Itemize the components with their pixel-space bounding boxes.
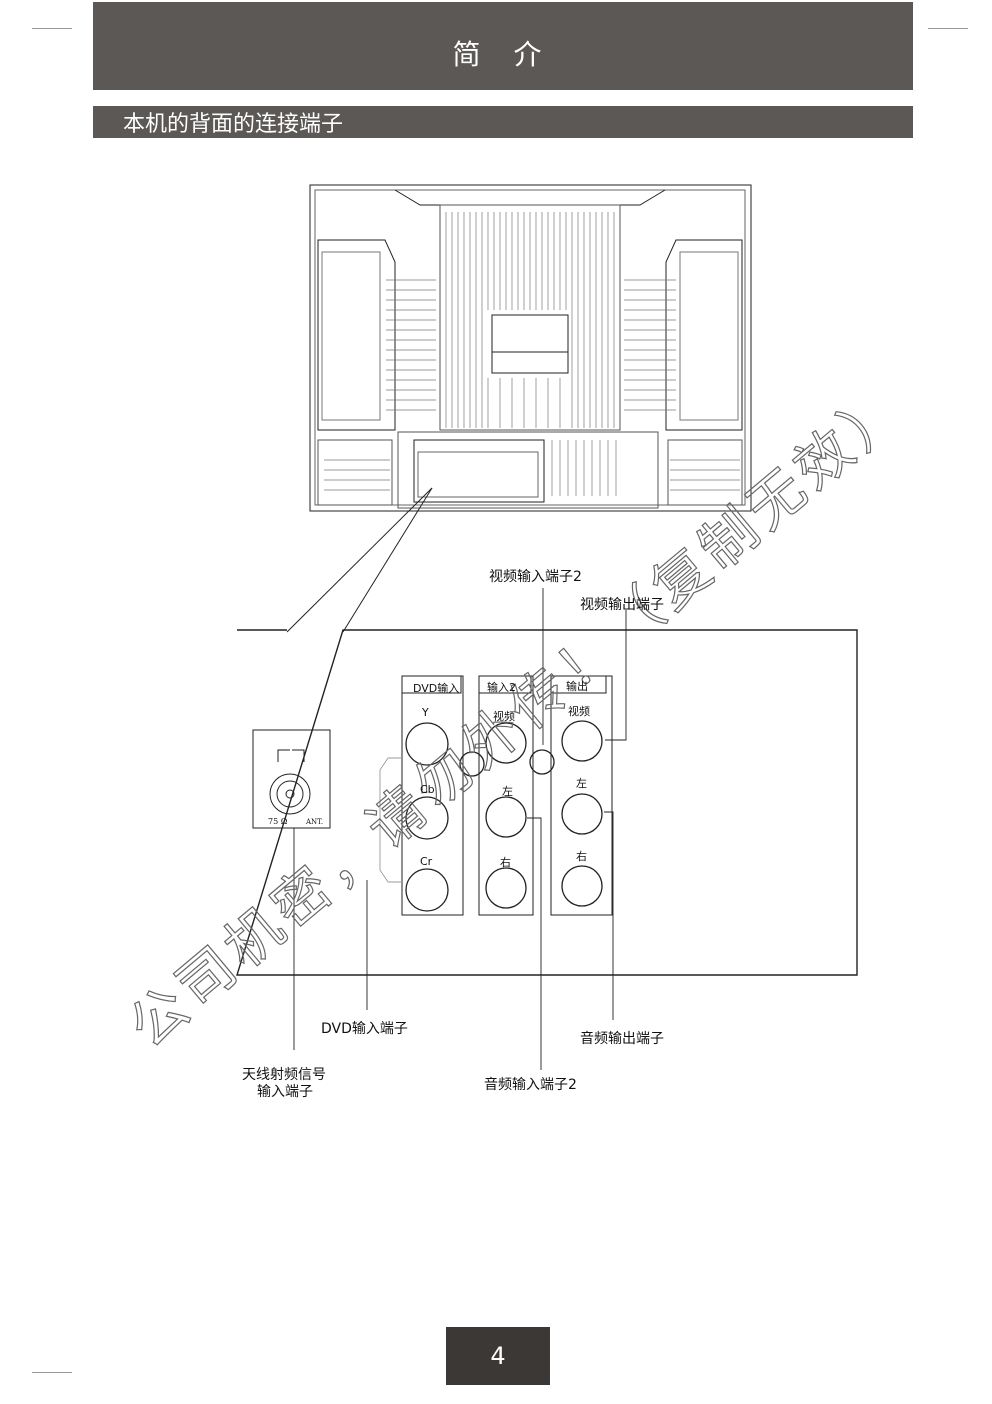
callout-audio-in-2: 音频输入端子2 [484,1077,577,1093]
callout-video-in-2: 视频输入端子2 [489,569,582,585]
jack-output-right[interactable] [561,865,603,907]
screw [529,749,555,775]
callout-audio-out: 音频输出端子 [580,1031,664,1047]
page-number-box: 4 [446,1327,550,1385]
crop-mark [928,28,968,29]
antenna-block [252,729,331,829]
page-number: 4 [490,1342,506,1370]
port-label: 视频 [568,705,590,718]
port-label: Cr [420,855,433,868]
section-title: 本机的背面的连接端子 [123,112,344,137]
port-label: 左 [502,785,513,798]
callout-dvd-in: DVD输入端子 [321,1021,408,1037]
group-title-output: 输出 [566,680,588,693]
leader-video-out [605,610,627,741]
leader-audio-in-2 [527,817,542,1070]
crop-mark [32,28,72,29]
tv-rear-illustration [309,184,752,512]
callout-antenna-line2: 输入端子 [257,1084,313,1100]
jack-dvd-cr[interactable] [405,868,449,912]
callout-video-out: 视频输出端子 [580,597,664,613]
antenna-jack[interactable] [269,773,311,815]
callout-antenna-line1: 天线射频信号 [242,1067,326,1083]
port-label: 右 [500,856,511,869]
port-label: 右 [576,850,587,863]
jack-input2-video[interactable] [485,722,527,764]
section-bar: 本机的背面的连接端子 [93,106,913,138]
zoom-line [342,487,433,633]
zoom-line [286,487,433,633]
vent-hatch [324,212,740,496]
port-label: Y [422,706,429,719]
jack-dvd-cb[interactable] [405,796,449,840]
port-label: 视频 [493,710,515,723]
jack-output-left[interactable] [561,793,603,835]
group-title-dvd-in: DVD输入 [413,682,460,695]
port-label: 左 [576,777,587,790]
jack-input2-right[interactable] [485,867,527,909]
leader-audio-out [604,811,614,1020]
group-title-input2: 输入2 [487,681,516,694]
enlarged-panel [236,629,858,976]
screw [459,751,485,777]
antenna-ohm-label: 75 Ω [268,817,288,826]
page-title: 简 介 [452,38,554,71]
jack-dvd-y[interactable] [405,722,449,766]
jack-output-video[interactable] [561,720,603,762]
leader-dvd-bracket [379,757,402,883]
port-label: Cb [420,783,435,796]
jack-input2-left[interactable] [485,796,527,838]
antenna-icon [277,749,305,762]
watermark-text: 公司机密，请勿外传！（复制无效） [117,373,919,1060]
antenna-ant-label: ANT. [306,818,324,826]
crop-mark [32,1372,72,1373]
header-bar: 简 介 [93,2,913,90]
